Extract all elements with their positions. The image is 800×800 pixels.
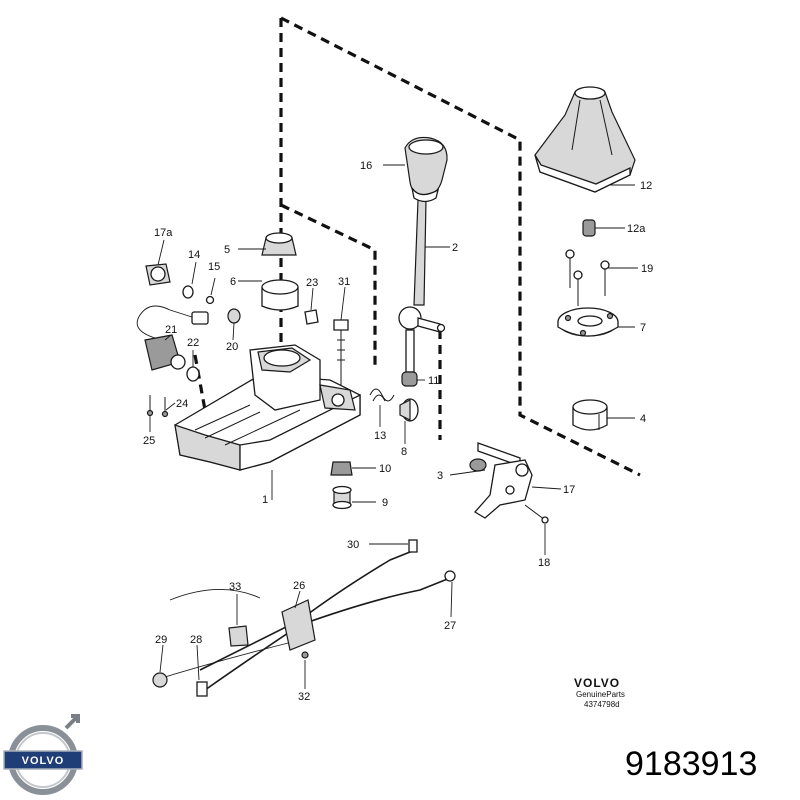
callout-29: 29 — [155, 634, 167, 646]
callout-9: 9 — [382, 497, 388, 509]
gear-boot — [534, 86, 636, 193]
stamp-code: 4374798d — [584, 700, 620, 709]
callout-13: 13 — [374, 430, 386, 442]
callout-labels: 1 2 3 4 5 6 7 8 9 10 11 12 12a 13 14 15 … — [143, 160, 653, 703]
pivot-bushing — [399, 398, 419, 422]
sensor-connector — [145, 263, 171, 286]
washer — [205, 295, 215, 305]
callout-30: 30 — [347, 539, 359, 551]
callout-25: 25 — [143, 435, 155, 447]
pivot-spring — [369, 388, 395, 402]
switch-module — [136, 305, 209, 371]
callout-3: 3 — [437, 470, 443, 482]
o-ring-small — [182, 285, 194, 299]
callout-leaders — [149, 164, 638, 689]
shift-cables — [152, 539, 456, 697]
callout-1: 1 — [262, 494, 268, 506]
callout-6: 6 — [230, 276, 236, 288]
callout-22: 22 — [187, 337, 199, 349]
callout-26: 26 — [293, 580, 305, 592]
callout-23: 23 — [306, 277, 318, 289]
bushing — [572, 399, 608, 431]
callout-17a: 17a — [154, 227, 173, 239]
shifter-base-housing — [174, 344, 361, 471]
callout-12: 12 — [640, 180, 652, 192]
grommet-upper — [330, 461, 353, 476]
callout-15: 15 — [208, 261, 220, 273]
o-ring — [186, 366, 200, 382]
callout-21: 21 — [165, 324, 177, 336]
lever-sleeves — [261, 232, 299, 311]
callout-33: 33 — [229, 581, 241, 593]
callout-10: 10 — [379, 463, 391, 475]
callout-18: 18 — [538, 557, 550, 569]
stamp-line: GenuineParts — [576, 690, 625, 699]
mounting-bolt — [333, 319, 349, 385]
callout-8: 8 — [401, 446, 407, 458]
assembly-dashed-outline — [193, 16, 641, 477]
callout-31: 31 — [338, 276, 350, 288]
gear-lever — [398, 199, 446, 373]
sensor-bushing — [227, 308, 241, 324]
callout-19: 19 — [641, 263, 653, 275]
gear-knob — [404, 136, 448, 203]
callout-4: 4 — [640, 413, 646, 425]
callout-16: 16 — [360, 160, 372, 172]
callout-28: 28 — [190, 634, 202, 646]
part-number: 9183913 — [625, 745, 757, 783]
callout-12a: 12a — [627, 223, 646, 235]
callout-20: 20 — [226, 341, 238, 353]
genuine-parts-stamp: VOLVO GenuineParts 4374798d — [574, 676, 625, 709]
logo-text: VOLVO — [22, 755, 65, 767]
callout-7: 7 — [640, 322, 646, 334]
callout-27: 27 — [444, 620, 456, 632]
callout-14: 14 — [188, 249, 200, 261]
callout-11: 11 — [428, 375, 439, 387]
selector-linkage — [469, 442, 549, 524]
clip — [304, 309, 319, 325]
callout-17: 17 — [563, 484, 575, 496]
stamp-brand: VOLVO — [574, 676, 620, 690]
lever-damper — [401, 371, 418, 387]
callout-32: 32 — [298, 691, 310, 703]
small-screws — [146, 395, 169, 418]
callout-24: 24 — [176, 398, 188, 410]
volvo-logo: VOLVO — [3, 714, 83, 795]
callout-5: 5 — [224, 244, 230, 256]
grommet-lower — [332, 485, 352, 510]
screw-set — [565, 249, 610, 306]
callout-2: 2 — [452, 242, 458, 254]
mounting-plate — [557, 307, 619, 337]
boot-clip — [582, 219, 596, 237]
